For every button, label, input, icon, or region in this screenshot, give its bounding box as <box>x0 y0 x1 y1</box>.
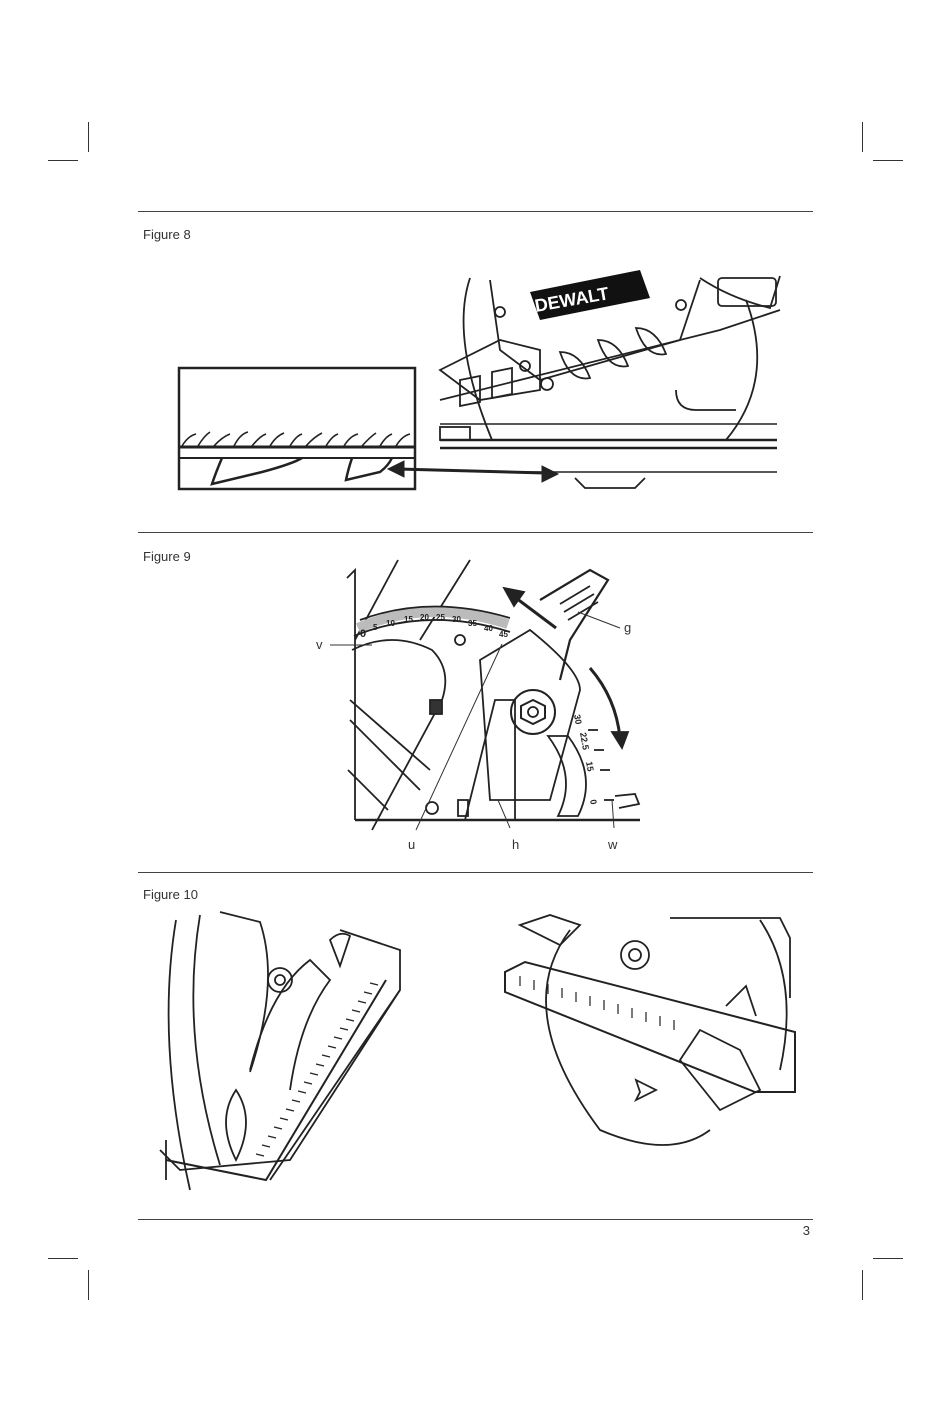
side-tick-label: 0 <box>588 799 599 806</box>
figure-9-illustration: 0 5 10 15 20 25 30 35 40 45 30 22.5 15 0 <box>0 555 950 835</box>
page-number: 3 <box>803 1223 810 1238</box>
crop-mark-br-h <box>873 1258 903 1259</box>
dewalt-logo: DEWALT <box>530 270 650 320</box>
circular-saw-side-icon <box>440 276 780 488</box>
ruler-ticks-right <box>520 976 674 1030</box>
figure-8-illustration: DEWALT <box>0 260 950 560</box>
figure-8-caption: Figure 8 <box>143 227 191 242</box>
bevel-tick-label: 35 <box>468 619 477 628</box>
saw-shoe-ruler-front-view-icon <box>505 915 795 1145</box>
bevel-tick-label: 45 <box>499 630 508 639</box>
crop-mark-br-v <box>862 1270 863 1300</box>
rule-bottom <box>138 1219 813 1220</box>
ruler-ticks-left <box>256 983 378 1156</box>
callout-w: w <box>608 837 617 852</box>
bevel-adjust-mechanism-icon <box>347 560 640 830</box>
crop-mark-tr-v <box>862 122 863 152</box>
callout-g: g <box>624 620 631 635</box>
callout-v: v <box>316 637 323 652</box>
callout-h: h <box>512 837 519 852</box>
side-tick-label: 15 <box>584 761 596 773</box>
side-tick-label: 30 <box>572 714 584 726</box>
crop-mark-tl-h <box>48 160 78 161</box>
rule-fig9-bottom <box>138 872 813 873</box>
rule-top <box>138 211 813 212</box>
bevel-tick-label: 10 <box>386 619 395 628</box>
crop-mark-bl-h <box>48 1258 78 1259</box>
saw-shoe-ruler-side-view-icon <box>160 912 400 1190</box>
figure-10-illustration <box>0 905 950 1205</box>
bevel-tick-label: 20 <box>420 613 429 622</box>
bevel-tick-label: 30 <box>452 615 461 624</box>
crop-mark-bl-v <box>88 1270 89 1300</box>
figure-10-caption: Figure 10 <box>143 887 198 902</box>
bevel-tick-label: 40 <box>484 624 493 633</box>
cut-wood-edge-closeup-icon <box>179 368 415 489</box>
bevel-tick-label: 15 <box>404 615 413 624</box>
callout-u: u <box>408 837 415 852</box>
side-tick-label: 22.5 <box>578 732 591 751</box>
bevel-tick-label: 0 <box>360 628 366 640</box>
bevel-tick-label: 5 <box>373 623 378 632</box>
bevel-tick-label: 25 <box>436 613 445 622</box>
crop-mark-tl-v <box>88 122 89 152</box>
crop-mark-tr-h <box>873 160 903 161</box>
